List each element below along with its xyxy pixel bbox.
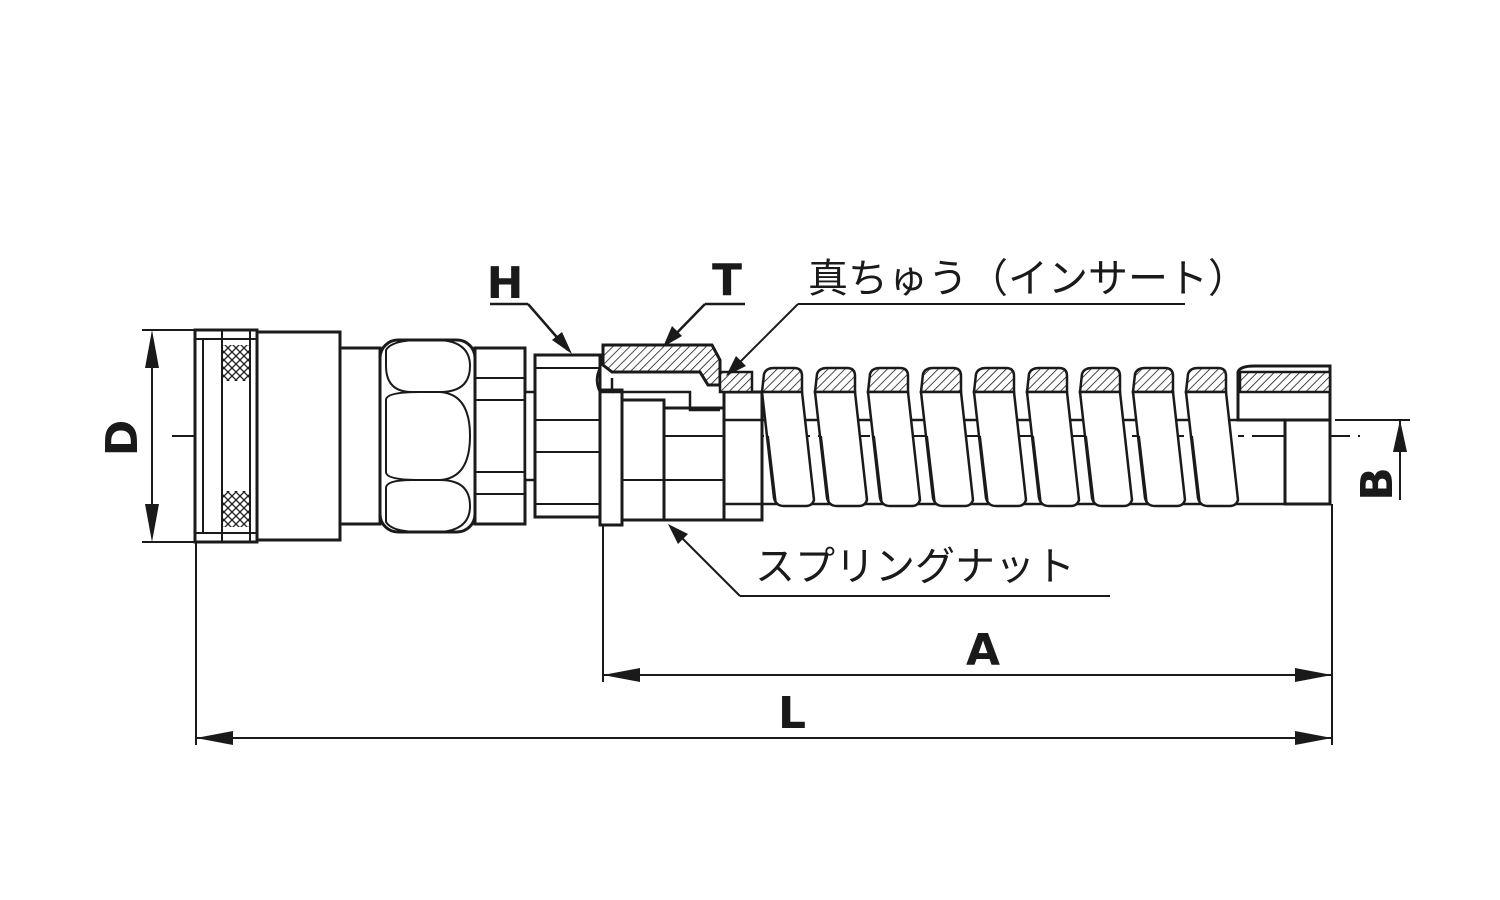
coil-inner-6	[1032, 435, 1042, 505]
coil-inner-5	[979, 435, 989, 505]
dimension-d: D	[97, 329, 197, 543]
dim-label-b: B	[1352, 467, 1403, 501]
knurl-top	[223, 345, 249, 381]
coil-inner-2	[820, 435, 830, 505]
coil-top-3	[866, 366, 910, 394]
dim-label-t: T	[712, 255, 742, 306]
callout-spring-nut-text: スプリングナット	[755, 544, 1075, 590]
dim-label-l: L	[778, 688, 806, 739]
insert-hatched	[595, 343, 754, 412]
coil-top-7	[1078, 366, 1122, 394]
coil-top-8	[1131, 366, 1175, 394]
dimension-b: B	[1335, 419, 1410, 501]
coil-top-4	[919, 366, 963, 394]
coil-top-5	[972, 366, 1016, 394]
coil-top-1	[760, 366, 804, 394]
dim-label-d: D	[97, 420, 148, 457]
hex-nut-2	[533, 353, 602, 519]
dim-label-h: H	[487, 258, 524, 309]
socket-body	[255, 330, 382, 542]
coil-inner-3	[873, 435, 883, 505]
callout-insert: 真ちゅう（インサート）	[726, 256, 1248, 376]
dim-label-a: A	[966, 625, 1000, 676]
coil-inner-7	[1085, 435, 1095, 505]
knurl-bottom	[223, 491, 249, 527]
dimension-l: L	[195, 542, 1332, 745]
coil-inner-8	[1138, 435, 1148, 505]
socket-sleeve	[193, 328, 259, 544]
dimension-h: H	[487, 258, 572, 354]
coil-top-6	[1025, 366, 1069, 394]
coil-inner-9	[1191, 435, 1201, 505]
coil-top-2	[813, 366, 857, 394]
spring-hose	[724, 364, 1332, 508]
hex-nut-h	[473, 346, 537, 526]
hex-body	[378, 338, 477, 534]
coil-top-9	[1184, 366, 1228, 394]
coil-inner-4	[926, 435, 936, 505]
spring-nut	[598, 388, 764, 527]
callout-spring-nut: スプリングナット	[668, 524, 1110, 597]
dimension-a: A	[602, 504, 1333, 745]
coil-inner-1	[767, 435, 777, 505]
dimension-t: T	[663, 255, 745, 347]
callout-insert-text: 真ちゅう（インサート）	[808, 256, 1248, 302]
